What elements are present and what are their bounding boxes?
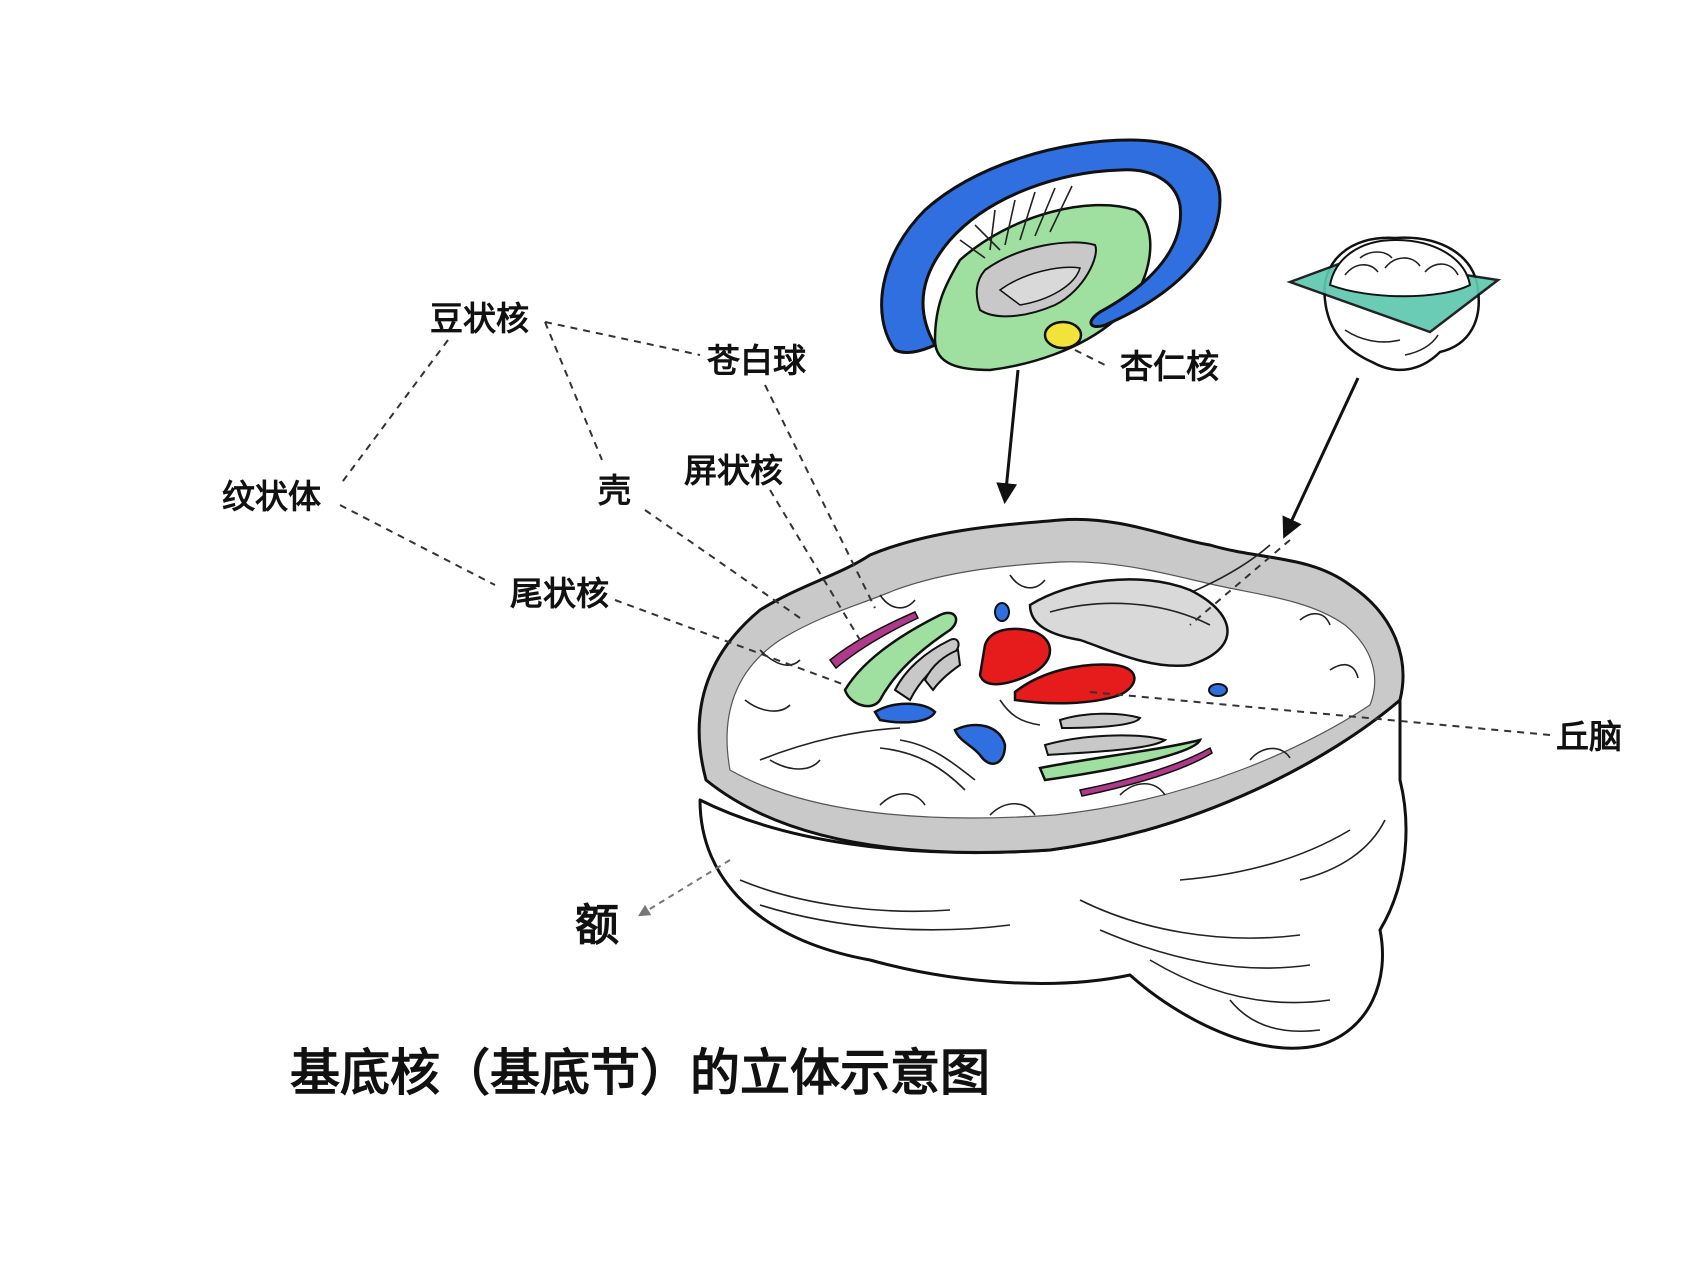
basal-ganglia-3d-icon bbox=[880, 138, 1222, 372]
caudate-nucleus-label: 尾状核 bbox=[510, 574, 609, 613]
claustrum-label: 屏状核 bbox=[684, 451, 783, 490]
brain-slice-plane-icon bbox=[1286, 236, 1502, 372]
thalamus-label: 丘脑 bbox=[1556, 717, 1622, 756]
section-structures bbox=[828, 578, 1229, 797]
putamen-label: 壳 bbox=[598, 471, 631, 510]
lentiform-nucleus-label: 豆状核 bbox=[430, 299, 529, 338]
amygdala-label: 杏仁核 bbox=[1120, 347, 1219, 386]
diagram-title: 基底核（基底节）的立体示意图 bbox=[290, 1044, 990, 1102]
arrow-to-section-right bbox=[1282, 377, 1360, 539]
striatum-label: 纹状体 bbox=[222, 477, 321, 516]
frontal-label: 额 bbox=[575, 900, 619, 951]
globus-pallidus-label: 苍白球 bbox=[707, 341, 807, 380]
leader-lines bbox=[339, 321, 1551, 917]
arrow-to-section-left bbox=[996, 369, 1020, 505]
